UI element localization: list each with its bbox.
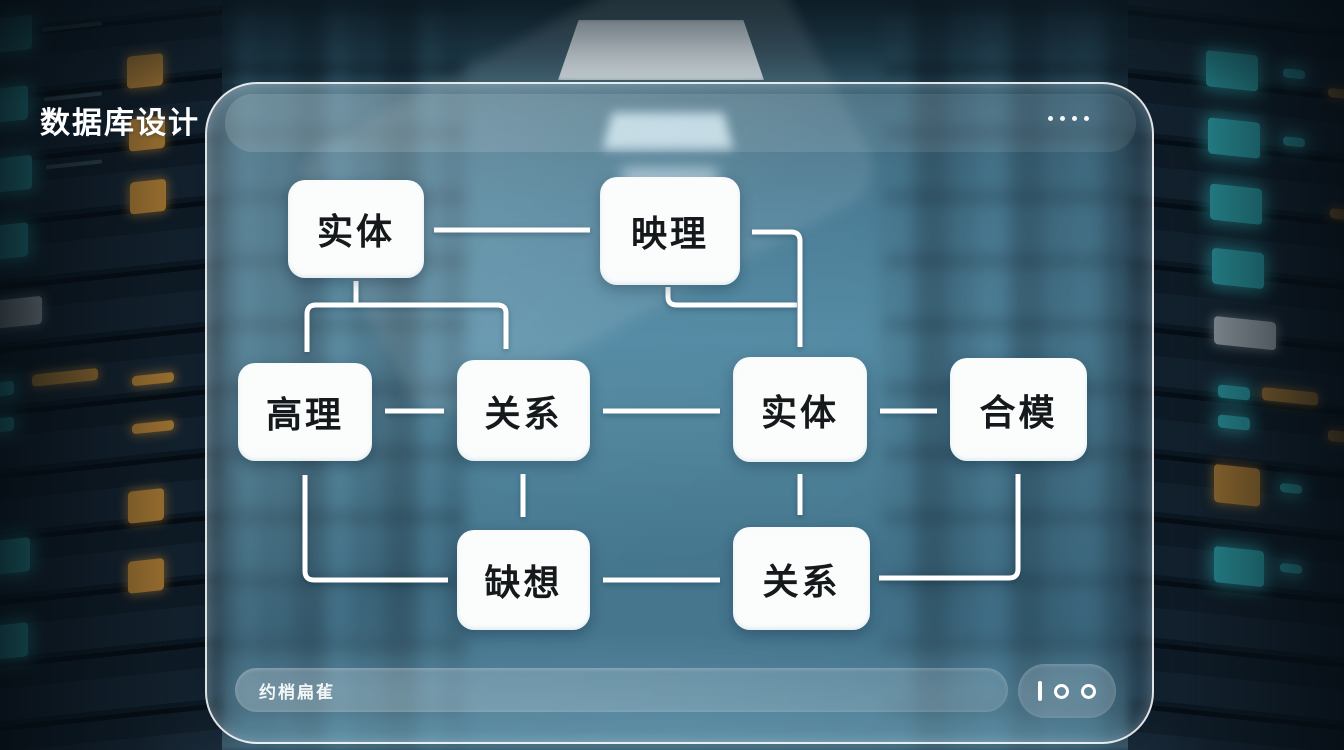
- footer-input-text: 约梢扁雈: [259, 682, 335, 703]
- node-model-mid[interactable]: 合模: [950, 358, 1087, 461]
- panel-titlebar: [225, 94, 1136, 152]
- node-entity-top[interactable]: 实体: [288, 180, 424, 278]
- node-principle-mid[interactable]: 高理: [238, 363, 372, 461]
- dot: [1048, 116, 1053, 121]
- zoom-indicator[interactable]: [1018, 664, 1116, 718]
- node-relation-mid[interactable]: 关系: [457, 360, 590, 461]
- dot: [1060, 116, 1065, 121]
- indicator-circle-icon: [1081, 683, 1096, 699]
- indicator-circle-icon: [1054, 683, 1069, 699]
- footer-input[interactable]: 约梢扁雈: [235, 668, 1008, 712]
- indicator-bar-icon: [1038, 681, 1042, 701]
- node-attribute-bottom[interactable]: 缺想: [457, 530, 590, 630]
- page-title: 数据库设计: [40, 106, 200, 141]
- node-relation-bottom[interactable]: 关系: [733, 527, 870, 630]
- dot: [1084, 116, 1089, 121]
- node-entity-mid[interactable]: 实体: [733, 357, 867, 462]
- node-mapping-top[interactable]: 映理: [600, 177, 740, 285]
- more-options-icon[interactable]: [1048, 116, 1089, 121]
- dot: [1072, 116, 1077, 121]
